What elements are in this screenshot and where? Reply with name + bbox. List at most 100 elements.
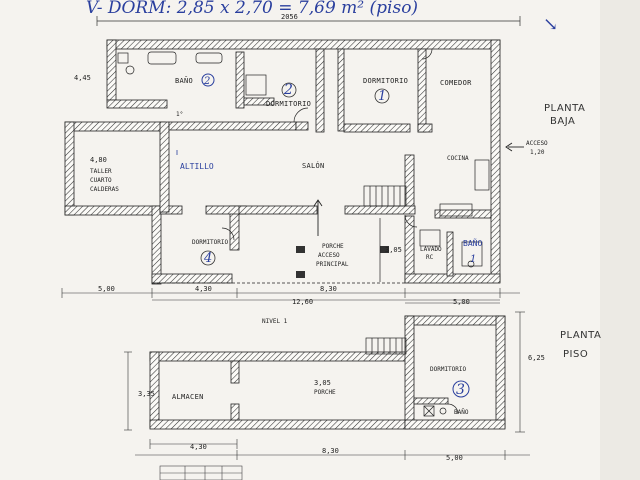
- upper-floor-labels: ALMACEN 3,05 PORCHE DORMITORIO 3 BAÑO 6,…: [138, 330, 601, 416]
- wall: [490, 39, 501, 283]
- room-label-almacen: ALMACEN: [172, 393, 204, 401]
- wall: [235, 51, 245, 109]
- svg-text:3: 3: [456, 382, 465, 398]
- wall: [413, 397, 449, 405]
- v-label: 1°: [176, 111, 183, 118]
- room-label-porche-upper: PORCHE: [314, 389, 336, 396]
- svg-text:2: 2: [203, 76, 210, 87]
- porch-column: [296, 246, 305, 253]
- svg-text:4: 4: [203, 251, 212, 266]
- level-upper-line2: PISO: [563, 349, 588, 360]
- svg-text:RC: RC: [426, 254, 434, 261]
- acceso-dim: 1,20: [530, 149, 545, 156]
- svg-text:PRINCIPAL: PRINCIPAL: [316, 261, 349, 268]
- wall: [168, 121, 297, 131]
- room-label-altillo: ALTILLO: [180, 162, 214, 171]
- wall: [404, 419, 506, 430]
- upper-dim-bottom-830: 8,30: [322, 447, 339, 455]
- porch-column: [296, 271, 305, 278]
- dim-left-480: 4,80: [90, 156, 107, 164]
- wall: [343, 123, 411, 133]
- stair: [363, 185, 407, 207]
- level-ground-line1: PLANTA: [544, 103, 585, 114]
- wall: [337, 48, 345, 132]
- level-upper-line1: PLANTA: [560, 330, 601, 341]
- wall: [417, 123, 433, 133]
- room-label-dormitorio-3: DORMITORIO: [430, 366, 467, 373]
- svg-text:CUARTO: CUARTO: [90, 177, 112, 184]
- wall: [64, 205, 161, 216]
- svg-text:2056: 2056: [281, 13, 298, 21]
- top-dimension: 2056: [96, 13, 521, 26]
- room-label-comedor: COMEDOR: [440, 79, 472, 87]
- wall: [106, 39, 501, 50]
- upper-dim-305: 3,05: [314, 379, 331, 387]
- wall: [495, 315, 506, 429]
- wall: [64, 121, 75, 216]
- upper-dim-bottom-500: 5,00: [446, 454, 463, 462]
- dim-bottom-430: 4,30: [195, 285, 212, 293]
- bath-fixtures: [117, 51, 490, 268]
- wall: [344, 205, 416, 215]
- ground-floor: [64, 39, 524, 285]
- wall: [404, 154, 415, 214]
- level-ground-line2: BAJA: [550, 116, 575, 127]
- upper-dim-335: 3,35: [138, 390, 155, 398]
- wall: [151, 205, 162, 285]
- porch-column: [380, 246, 389, 253]
- room-label-bano-3: BAÑO: [454, 409, 469, 416]
- wall: [404, 315, 415, 429]
- wall: [446, 231, 454, 277]
- wall: [106, 39, 117, 101]
- corner-arrow: ↘: [543, 14, 558, 35]
- upper-dim-625: 6,25: [528, 354, 545, 362]
- porche-dimension: 3,05: [385, 246, 402, 254]
- wall: [315, 48, 325, 133]
- room-label-cocina: COCINA: [447, 155, 469, 162]
- dim-bottom-500-right: 5,00: [453, 298, 470, 306]
- wall: [295, 121, 309, 131]
- room-label-lavado: LAVADO: [420, 246, 442, 253]
- svg-text:ACCESO: ACCESO: [318, 252, 340, 259]
- upper-dimensions: [124, 311, 530, 460]
- svg-text:2: 2: [283, 82, 293, 98]
- upper-floor: [149, 315, 506, 430]
- wall: [230, 360, 240, 384]
- room-label-dormitorio-2: DORMITORIO: [266, 100, 311, 108]
- wall: [238, 205, 318, 215]
- svg-text:1: 1: [470, 254, 476, 265]
- room-label-porche: PORCHE: [322, 243, 344, 250]
- wall: [434, 209, 492, 219]
- ground-floor-labels: BAÑO 2 DORMITORIO 2 DORMITORIO 1 COMEDOR…: [74, 73, 585, 268]
- room-label-taller: TALLER: [90, 168, 112, 175]
- ground-dimensions: [61, 288, 520, 304]
- wall: [230, 403, 240, 421]
- room-label-salon: SALÓN: [302, 161, 325, 170]
- wall: [417, 48, 427, 133]
- svg-text:CALDERAS: CALDERAS: [90, 186, 119, 193]
- wall: [149, 419, 409, 430]
- dim-bottom-500-left: 5,00: [98, 285, 115, 293]
- room-label-bano-2: BAÑO: [175, 76, 193, 85]
- dim-bottom-1260: 12,60: [292, 298, 313, 306]
- access-arrow: [313, 142, 524, 236]
- handwritten-note: V- DORM: 2,85 x 2,70 = 7,69 m² (piso): [86, 0, 418, 18]
- wall: [243, 97, 275, 106]
- wall: [64, 121, 166, 132]
- door-swings: [221, 48, 433, 241]
- svg-text:1: 1: [378, 89, 386, 104]
- room-label-dormitorio-1: DORMITORIO: [363, 77, 408, 85]
- wall: [151, 273, 233, 284]
- dim-left-445: 4,45: [74, 74, 91, 82]
- acceso-label: ACCESO: [526, 140, 548, 147]
- wall: [149, 351, 409, 362]
- nivel-label: NIVEL 1: [262, 318, 288, 325]
- wall: [106, 99, 168, 109]
- room-label-bano-1: BAÑO: [463, 238, 482, 248]
- upper-stair: [365, 337, 407, 355]
- wall: [404, 315, 506, 326]
- title-block: [159, 465, 243, 480]
- room-label-dormitorio-4: DORMITORIO: [192, 239, 229, 246]
- wall: [159, 121, 170, 213]
